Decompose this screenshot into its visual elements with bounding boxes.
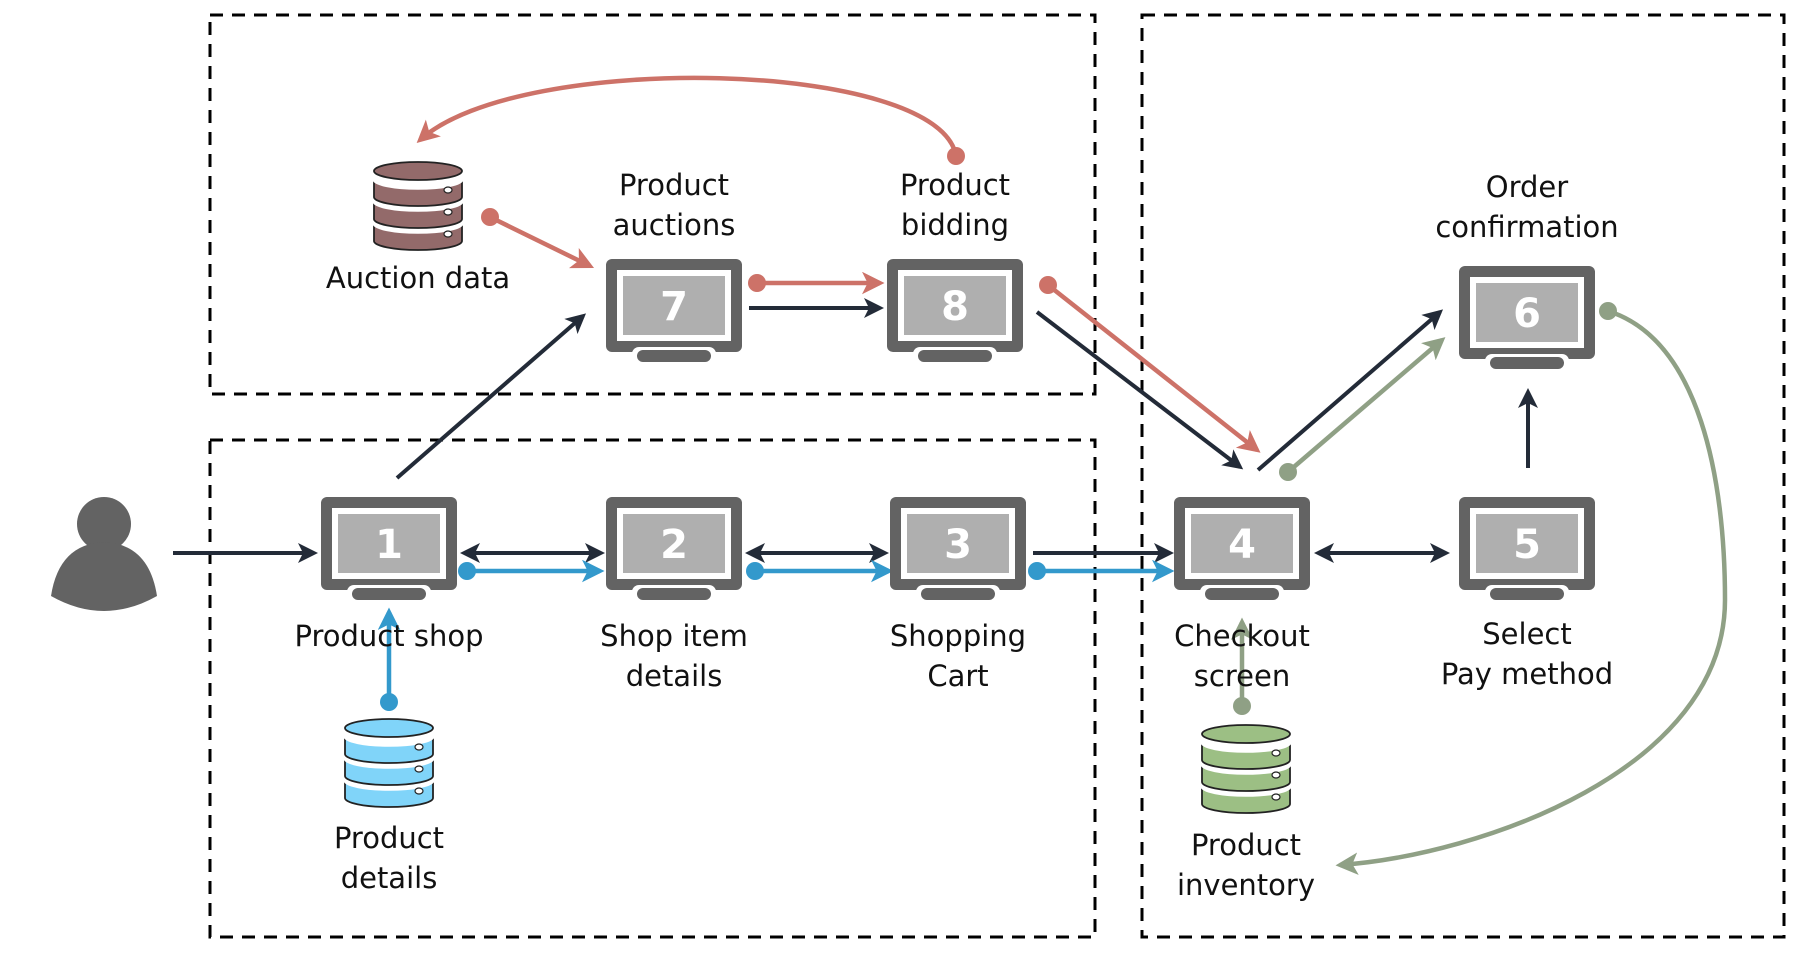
monitor-stand (918, 350, 992, 362)
screen-8: 8 (887, 259, 1023, 362)
monitor-screen (1476, 283, 1578, 342)
screen-label: Pay method (1441, 657, 1613, 691)
monitor-stand (637, 588, 711, 600)
monitor-stand (921, 588, 995, 600)
database-icon-auction (372, 161, 464, 251)
database-icon-inventory (1200, 724, 1292, 814)
screen-label: Select (1482, 617, 1571, 651)
database-label: inventory (1177, 868, 1315, 902)
screen-number: 3 (944, 522, 972, 568)
auction-group-boundary (208, 13, 1097, 396)
flow-6-to-inventory (1335, 302, 1728, 875)
user-icon (51, 497, 157, 611)
monitor-screen (338, 514, 440, 573)
monitor-screen (907, 514, 1009, 573)
screen-label: Shopping (890, 619, 1026, 653)
screen-label: details (626, 659, 723, 693)
screen-number: 7 (660, 284, 688, 330)
screen-7: 7 (606, 259, 742, 362)
screen-label: screen (1194, 659, 1290, 693)
flow-1-to-7 (395, 313, 587, 480)
database-icon-product (343, 718, 435, 808)
screen-number: 5 (1513, 522, 1541, 568)
screen-6: 6 (1459, 266, 1595, 369)
monitor-stand (637, 350, 711, 362)
monitor-screen (904, 276, 1006, 335)
screen-label: auctions (613, 208, 736, 242)
monitor-screen (623, 276, 725, 335)
screen-label: bidding (901, 208, 1009, 242)
monitor-screen (1476, 514, 1578, 573)
screen-number: 8 (941, 284, 969, 330)
screen-number: 1 (375, 522, 403, 568)
screen-label: Product (900, 168, 1010, 202)
flow-connections (173, 75, 1728, 875)
monitor-stand (352, 588, 426, 600)
screen-label: Product (619, 168, 729, 202)
flow-8-to-4 (1035, 310, 1244, 470)
flow-8-to-4 (1039, 276, 1261, 453)
flow-8-to-auction (416, 75, 965, 165)
screen-label: Product shop (295, 619, 484, 653)
screen-number: 2 (660, 522, 688, 568)
database-label: Auction data (326, 261, 510, 295)
database-label: details (341, 861, 438, 895)
database-label: Product (1191, 828, 1301, 862)
screen-1: 1 (321, 497, 457, 600)
screen-4: 4 (1174, 497, 1310, 600)
screen-label: confirmation (1435, 210, 1618, 244)
monitor-screen (1191, 514, 1293, 573)
monitor-stand (1490, 357, 1564, 369)
flow-4-to-6 (1279, 337, 1446, 481)
screen-label: Shop item (600, 619, 748, 653)
monitor-stand (1490, 588, 1564, 600)
shop-group-boundary (208, 438, 1097, 939)
monitor-stand (1205, 588, 1279, 600)
screen-5: 5 (1459, 497, 1595, 600)
screen-label: Order (1486, 170, 1568, 204)
screen-2: 2 (606, 497, 742, 600)
screen-label: Cart (927, 659, 988, 693)
screen-label: Checkout (1174, 619, 1310, 653)
database-label: Product (334, 821, 444, 855)
checkout-group-boundary (1140, 13, 1786, 939)
screen-3: 3 (890, 497, 1026, 600)
flow-4-to-6 (1256, 309, 1444, 472)
screen-number: 6 (1513, 291, 1541, 337)
flow-auction-to-7 (481, 208, 595, 269)
monitor-screen (623, 514, 725, 573)
screen-number: 4 (1228, 522, 1256, 568)
